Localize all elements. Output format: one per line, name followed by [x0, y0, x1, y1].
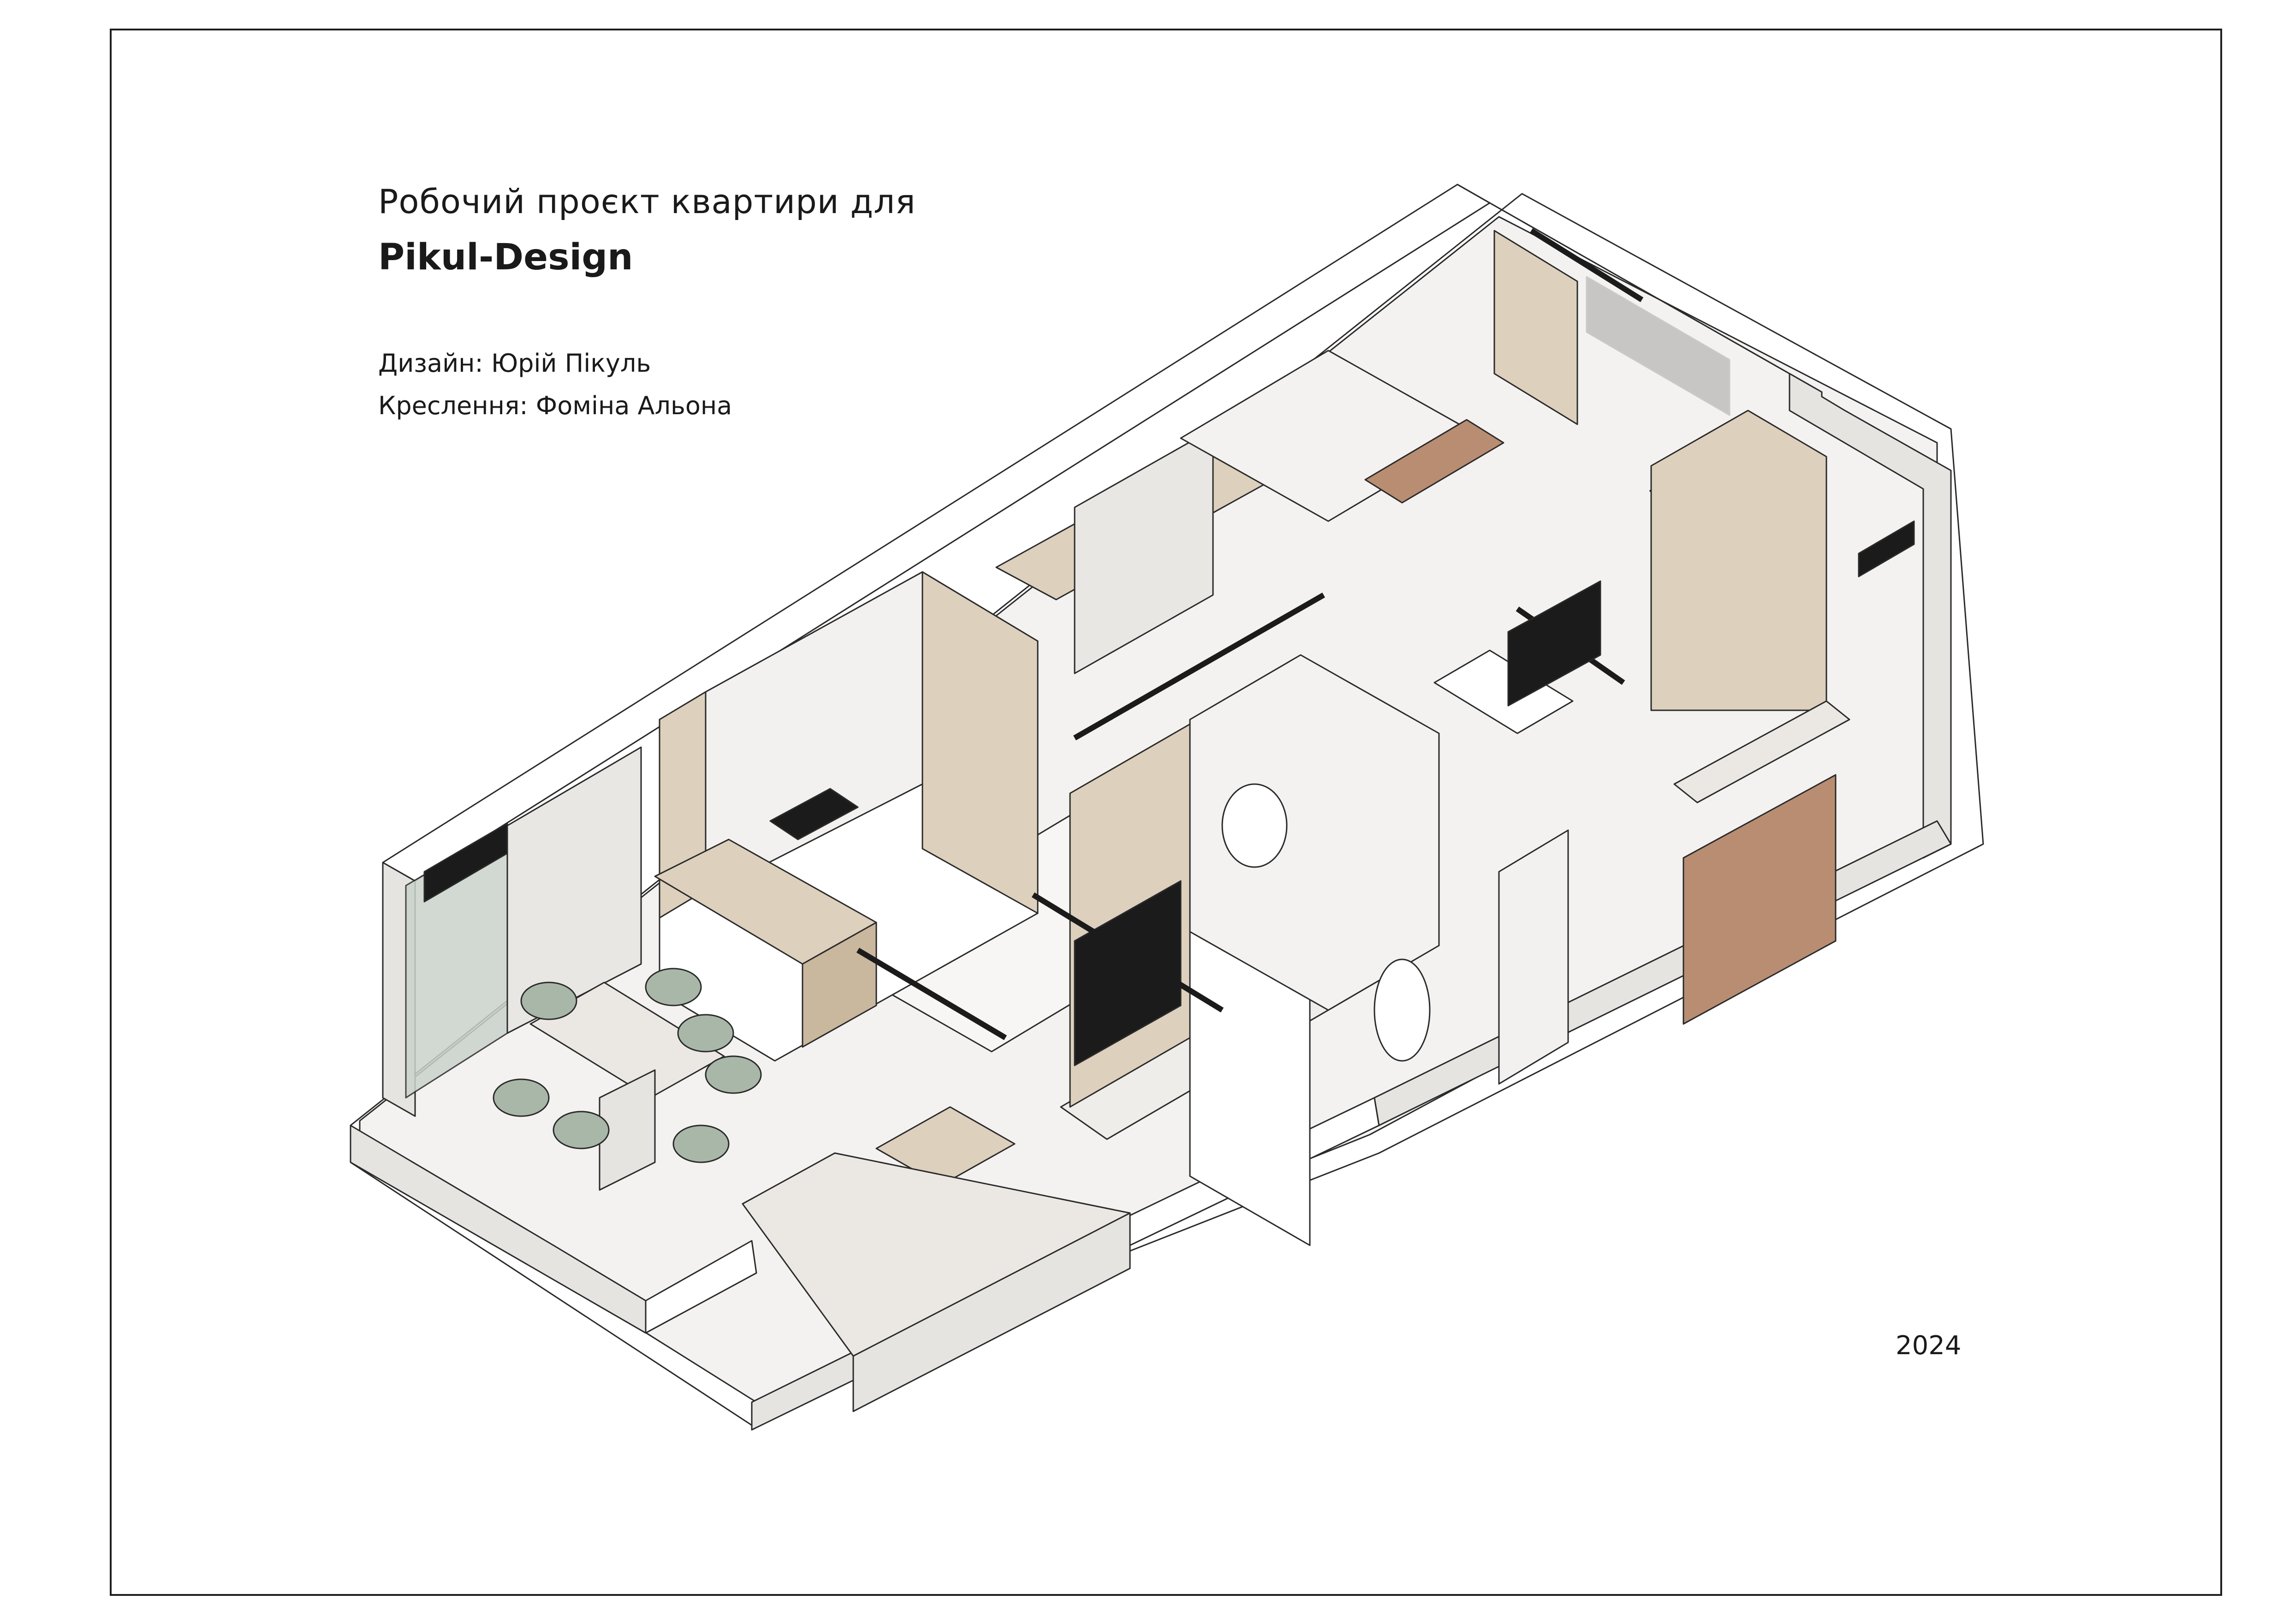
sofa	[742, 1152, 1131, 1412]
credits: Дизайн: Юрій Пікуль Креслення: Фоміна Ал…	[378, 342, 732, 427]
title-block: Робочий проєкт квартири для Pikul-Design	[378, 182, 916, 278]
year-label: 2024	[1896, 1331, 1962, 1361]
air-conditioner	[423, 822, 508, 903]
wardrobe-shelving	[1433, 649, 1574, 1085]
bedroom-top	[1180, 230, 1730, 522]
design-credit: Дизайн: Юрій Пікуль	[378, 349, 651, 378]
studio-name: Pikul-Design	[378, 237, 633, 278]
drawing-credit: Креслення: Фоміна Альона	[378, 391, 732, 420]
project-title: Робочий проєкт квартири для	[378, 182, 916, 221]
dining-table	[529, 982, 725, 1191]
bedroom-right	[1650, 410, 1915, 1025]
sheet-frame	[110, 29, 2222, 1596]
dining-chairs	[493, 968, 762, 1163]
bathroom-center	[1189, 654, 1440, 1062]
kitchen-block	[654, 571, 1039, 1062]
bedroom-tv	[1507, 580, 1601, 707]
